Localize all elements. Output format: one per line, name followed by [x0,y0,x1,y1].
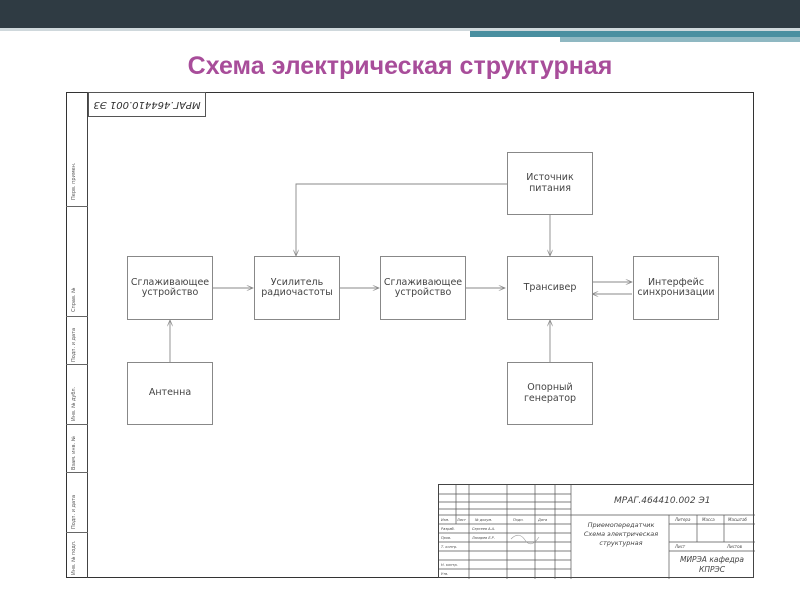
strip-cell: Инв. № подл. [66,533,88,578]
tb-right-header: Масштаб [728,517,748,522]
drawing-frame [66,92,754,578]
strip-cell: Инв. № дубл. [66,365,88,425]
slide-title: Схема электрическая структурная [187,52,613,80]
doc-stamp: МРАГ.464410.001 Э3 [88,92,206,117]
tb-role: Н. контр. [441,563,458,567]
block-sync-interface: Интерфейс синхронизации [633,256,719,320]
tb-col-header: Дата [538,518,548,522]
tb-right-header: Литера [675,517,691,522]
tb-role: Пров. [441,536,452,540]
tb-col-header: Изм. [441,518,450,522]
tb-role: Т. контр. [441,545,458,549]
strip-label: Подп. и дата [71,494,77,529]
tb-name: Лазарев Е.Р. [472,536,495,540]
block-antenna: Антенна [127,362,213,425]
title-block-grid [439,485,755,579]
strip-cell: Подп. и дата [66,317,88,365]
tb-sheet-label: Лист [675,544,686,549]
strip-label: Справ. № [71,287,77,312]
block-rf-amplifier: Усилитель радиочастоты [254,256,340,320]
tb-role: Разраб. [441,527,455,531]
strip-label: Инв. № дубл. [71,386,77,421]
tb-col-header: Лист [457,518,466,522]
strip-label: Взам. инв. № [71,436,77,470]
strip-cell: Справ. № [66,207,88,317]
tb-sheet-label: Листов [727,544,742,549]
tb-doc-code: МРАГ.464410.002 Э1 [614,496,711,506]
top-decor-bar [0,0,800,42]
block-power-source: Источник питания [507,152,593,215]
title-block: МРАГ.464410.002 Э1 Приемопередатчик Схем… [438,484,755,579]
tb-name: Сергеев А.А. [472,527,496,531]
strip-label: Подп. и дата [71,327,77,362]
tb-role: Утв. [441,572,449,576]
strip-label: Перв. примен. [71,162,77,200]
tb-right-header: Масса [702,517,715,522]
tb-doc-name: Приемопередатчик Схема электрическая стр… [583,521,659,548]
strip-cell: Перв. примен. [66,92,88,207]
block-smoothing-1: Сглаживающее устройство [127,256,213,320]
block-reference-oscillator: Опорный генератор [507,362,593,425]
strip-label: Инв. № подл. [71,540,77,576]
tb-col-header: № докум. [475,518,493,522]
strip-cell: Взам. инв. № [66,425,88,473]
left-strip: Перв. примен. Справ. № Подп. и дата Инв.… [66,92,88,578]
block-smoothing-2: Сглаживающее устройство [380,256,466,320]
strip-cell: Подп. и дата [66,473,88,533]
block-transceiver: Трансивер [507,256,593,320]
tb-col-header: Подп. [513,518,524,522]
tb-org: МИРЭА кафедра КПРЭС [679,555,745,574]
